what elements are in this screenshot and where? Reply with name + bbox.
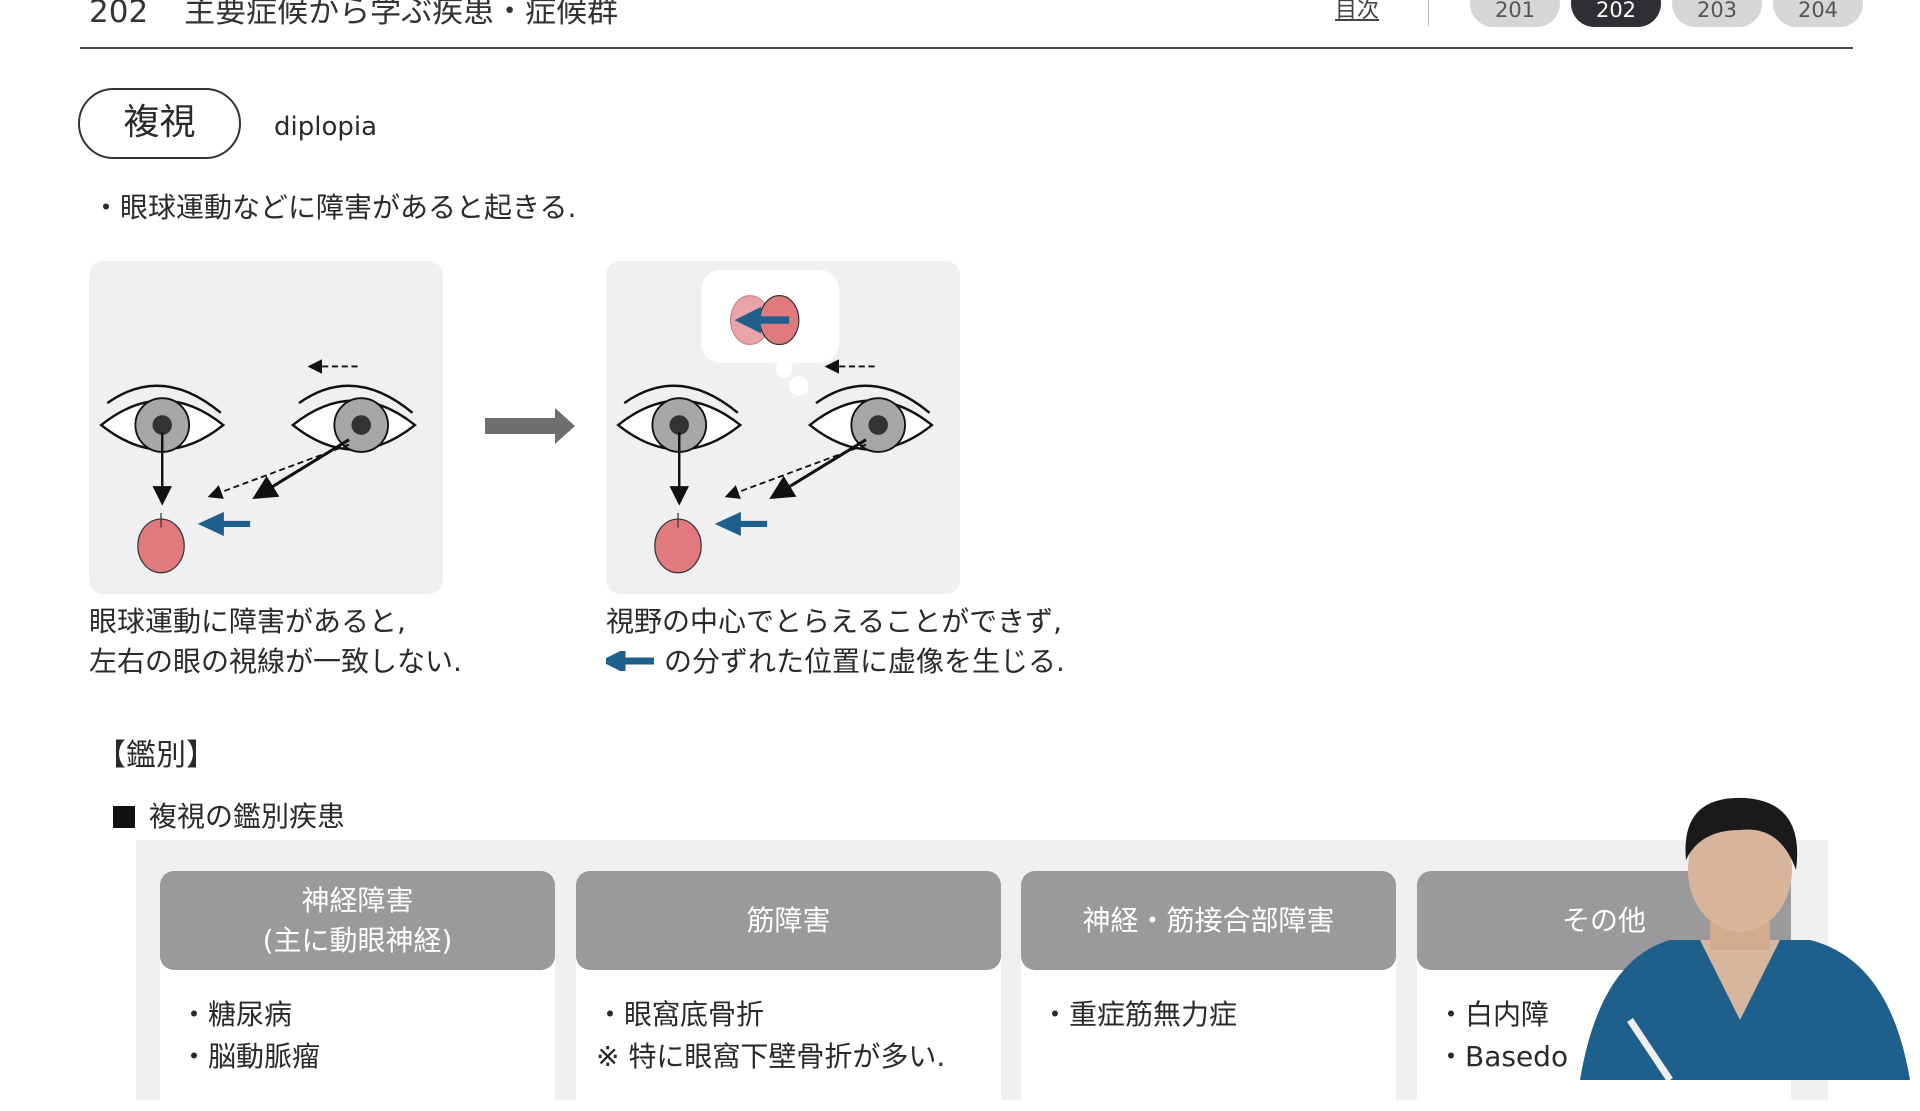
list-item: ・Basedo <box>1437 1040 1569 1073</box>
chapter-number: 202 <box>89 0 149 30</box>
presenter-video <box>1580 797 1910 1080</box>
column-muscle: 筋障害 ・眼窩底骨折 ※ 特に眼窩下壁骨折が多い. <box>576 871 1001 1111</box>
page-tab-204[interactable]: 204 <box>1773 0 1863 27</box>
right-arrow-icon <box>485 408 575 444</box>
term-english: diplopia <box>274 112 378 142</box>
column-nerve: 神経障害 (主に動眼神経) ・糖尿病・脳動脈瘤 <box>160 871 555 1111</box>
toc-link[interactable]: 目次 <box>1335 0 1380 23</box>
page-title: 202 主要症候から学ぶ疾患・症候群 <box>89 0 618 31</box>
caption-right: 視野の中心でとらえることができず, の分ずれた位置に虚像を生じる. <box>600 602 1065 682</box>
divider <box>1428 0 1429 26</box>
blue-arrow-icon <box>600 648 654 674</box>
page-tab-201[interactable]: 201 <box>1470 0 1560 27</box>
list-item: ・脳動脈瘤 <box>180 1040 321 1073</box>
list-item: ・白内障 <box>1437 998 1550 1031</box>
caption-line: の分ずれた位置に虚像を生じる. <box>600 642 1065 682</box>
header-line: (主に動眼神経) <box>262 923 453 957</box>
caption-line: 眼球運動に障害があると, <box>89 605 406 638</box>
caption-line: 視野の中心でとらえることができず, <box>606 605 1063 638</box>
column-header: 神経・筋接合部障害 <box>1021 871 1396 970</box>
illustration-double-image <box>606 261 960 594</box>
column-header: 神経障害 (主に動眼神経) <box>160 871 555 970</box>
list-item: ・眼窩底骨折 <box>596 998 765 1031</box>
column-header: 筋障害 <box>576 871 1001 970</box>
subsection-heading: 複視の鑑別疾患 <box>113 795 345 835</box>
caption-left: 眼球運動に障害があると, 左右の眼の視線が一致しない. <box>89 602 462 682</box>
illustration-eyes-misaligned <box>89 261 443 594</box>
list-item: ※ 特に眼窩下壁骨折が多い. <box>596 1040 946 1073</box>
caption-text: の分ずれた位置に虚像を生じる. <box>664 645 1065 678</box>
section-heading: 【鑑別】 <box>96 738 216 773</box>
page-tab-203[interactable]: 203 <box>1672 0 1762 27</box>
page-tab-202[interactable]: 202 <box>1571 0 1661 27</box>
header-line: 神経障害 <box>301 883 414 917</box>
column-nmj: 神経・筋接合部障害 ・重症筋無力症 <box>1021 871 1396 1111</box>
chapter-title: 主要症候から学ぶ疾患・症候群 <box>184 0 619 30</box>
subsection-text: 複視の鑑別疾患 <box>149 800 346 833</box>
caption-line: 左右の眼の視線が一致しない. <box>89 645 462 678</box>
term-badge: 複視 <box>78 88 241 159</box>
list-item: ・糖尿病 <box>180 998 293 1031</box>
square-bullet-icon <box>113 806 135 828</box>
header-rule <box>80 47 1853 49</box>
list-item: ・重症筋無力症 <box>1041 998 1238 1031</box>
description-bullet: ・眼球運動などに障害があると起きる. <box>92 191 577 224</box>
